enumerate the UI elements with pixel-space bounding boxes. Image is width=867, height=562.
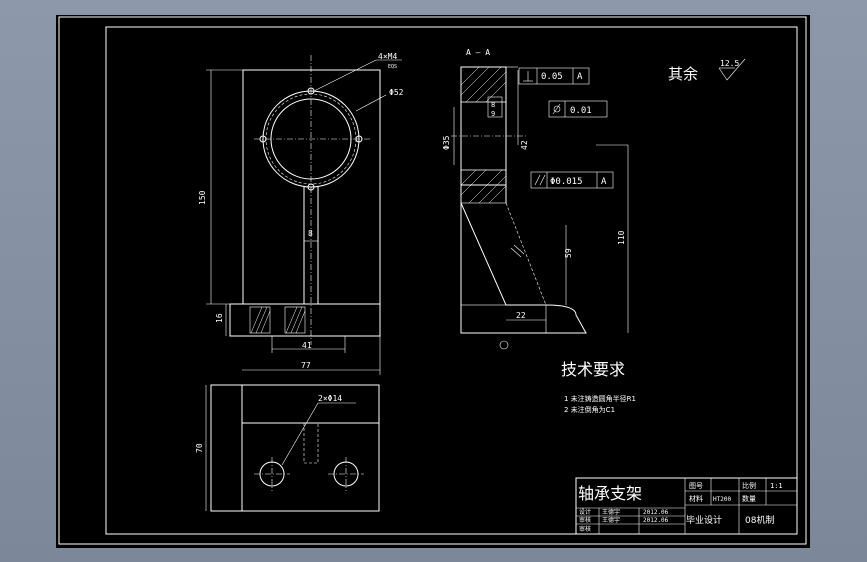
top-holes-label: 2×Φ14 xyxy=(318,394,342,403)
perp-value: 0.05 xyxy=(541,72,563,82)
inner-frame xyxy=(105,26,798,535)
section-height1-label: 42 xyxy=(520,140,529,150)
front-height-label: 150 xyxy=(198,190,207,205)
front-overall-width-label: 77 xyxy=(301,361,311,370)
title-block: 轴承支架 图号 比例 1:1 材料 HT200 数量 设计 王德宇 2012.0… xyxy=(575,477,798,535)
design-name: 王德宇 xyxy=(602,508,620,516)
section-base-label: 22 xyxy=(516,311,526,320)
tech-req-item-2: 2 未注倒角为C1 xyxy=(564,405,615,414)
material-label: 材料 xyxy=(689,494,703,503)
top-depth-label: 70 xyxy=(195,443,204,453)
drawing-title: 轴承支架 xyxy=(578,484,642,503)
section-label: A — A xyxy=(466,48,490,57)
qty-label: 数量 xyxy=(742,494,756,503)
surface-note: 其余 xyxy=(668,65,698,83)
front-holes-label: 4×M4 xyxy=(378,52,397,61)
front-rib-label: 8 xyxy=(308,229,313,238)
design-date: 2012.06 xyxy=(643,509,669,516)
front-dia-label: Φ52 xyxy=(389,88,404,97)
cyl-value: 0.01 xyxy=(570,106,592,116)
class-label: 08机制 xyxy=(745,514,774,526)
design-label: 设计 xyxy=(579,508,591,516)
front-base xyxy=(229,303,381,337)
section-view: A — A xyxy=(442,48,629,350)
par-value: Φ0.015 xyxy=(550,177,583,187)
check-label: 审核 xyxy=(579,516,591,524)
front-view: 4×M4 EQS Φ52 150 8 16 41 77 xyxy=(198,52,404,375)
drawing-no-label: 图号 xyxy=(689,482,703,490)
front-base-width-label: 41 xyxy=(302,341,312,350)
cad-drawing: 4×M4 EQS Φ52 150 8 16 41 77 2×Φ14 70 A —… xyxy=(58,16,807,545)
section-rib-label: 59 xyxy=(564,248,573,258)
check-name: 王德宇 xyxy=(602,516,620,524)
check-date: 2012.06 xyxy=(643,517,669,524)
section-bore-label: Φ35 xyxy=(442,135,451,150)
front-base-label: 16 xyxy=(215,313,224,323)
par-datum: A xyxy=(601,177,607,187)
gdt-perpendicularity: 0.05 A xyxy=(518,67,590,85)
section-small1-label: 8 xyxy=(491,101,495,109)
top-view: 2×Φ14 70 xyxy=(195,384,380,512)
gdt-parallelism: Φ0.015 A xyxy=(530,171,614,189)
tech-req-item-1: 1 未注铸造圆角半径R1 xyxy=(564,394,636,403)
material-value: HT200 xyxy=(713,496,731,503)
section-small2-label: 9 xyxy=(491,110,495,118)
scale-label: 比例 xyxy=(742,481,756,490)
scale-value: 1:1 xyxy=(770,482,783,490)
section-height2-label: 110 xyxy=(617,230,626,245)
perp-datum: A xyxy=(577,72,583,82)
surface-value: 12.5 xyxy=(720,59,739,68)
tech-req-title: 技术要求 xyxy=(561,360,625,379)
gdt-cylindricity: 0.01 xyxy=(548,100,608,118)
surface-finish: 其余 12.5 xyxy=(668,58,746,83)
front-holes-depth: EQS xyxy=(388,64,397,70)
project-label: 毕业设计 xyxy=(686,514,722,526)
drawing-viewport[interactable]: 4×M4 EQS Φ52 150 8 16 41 77 2×Φ14 70 A —… xyxy=(56,15,810,548)
outer-frame xyxy=(58,16,807,545)
tech-requirements: 技术要求 1 未注铸造圆角半径R1 2 未注倒角为C1 xyxy=(561,360,636,414)
approve-label: 审核 xyxy=(579,525,591,533)
datum-a-icon xyxy=(499,340,509,350)
